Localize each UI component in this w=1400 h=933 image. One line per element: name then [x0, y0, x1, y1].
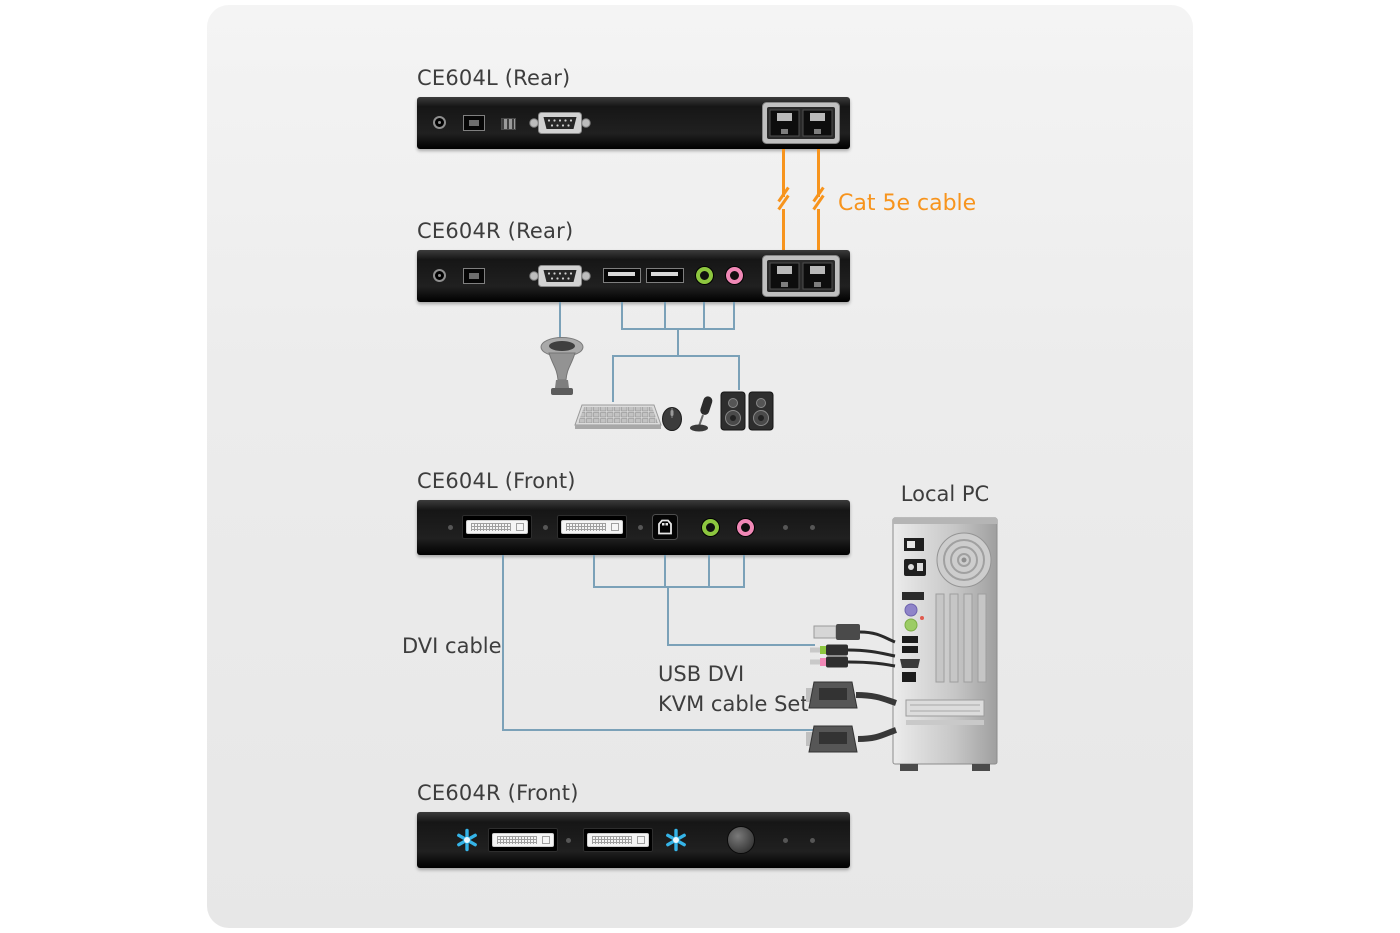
cat5e-cable-label: Cat 5e cable — [838, 191, 977, 216]
connector-line — [733, 302, 735, 330]
cat5e-cable-line — [817, 149, 820, 197]
screw-hole-icon — [638, 525, 643, 530]
label-ce604l-rear: CE604L (Rear) — [417, 66, 571, 90]
connector-line — [593, 555, 595, 588]
connector-line — [708, 555, 710, 588]
connector-line — [664, 302, 666, 330]
connector-line — [621, 302, 623, 330]
dual-rj45-port-icon — [762, 102, 840, 144]
ce604r-front-panel — [417, 812, 850, 868]
keyboard-icon — [574, 404, 662, 429]
ce604l-front-panel — [417, 500, 850, 555]
connector-line — [667, 588, 669, 646]
serial-db9-port-icon — [529, 112, 591, 134]
connector-line — [502, 555, 504, 731]
barcode-scanner-icon — [540, 337, 584, 395]
audio-out-jack-icon — [702, 519, 719, 536]
screw-hole-icon — [566, 838, 571, 843]
connector-line — [677, 330, 679, 357]
kvm-cable-set-label-line1: USB DVI — [658, 662, 745, 686]
led-hole-icon — [783, 525, 788, 530]
diagram-card: CE604L (Rear) — [207, 5, 1193, 928]
connector-line — [667, 644, 815, 646]
connector-line — [559, 302, 561, 338]
push-button-icon — [727, 826, 755, 854]
connector-line — [502, 729, 833, 731]
cat5e-cable-line — [782, 209, 785, 250]
connector-line — [743, 555, 745, 588]
speakers-icon — [720, 391, 774, 431]
blue-led-star-icon — [666, 828, 686, 852]
connector-line — [593, 586, 745, 588]
dvi-port-icon — [462, 515, 532, 539]
usb-a-port-icon — [603, 268, 641, 283]
local-pc-label: Local PC — [900, 482, 990, 506]
mic-jack-icon — [737, 519, 754, 536]
connector-line — [703, 302, 705, 330]
led-hole-icon — [810, 525, 815, 530]
dvi-port-icon — [488, 828, 558, 852]
connector-line — [612, 355, 740, 357]
ce604r-rear-panel — [417, 250, 850, 302]
serial-db9-port-icon — [529, 265, 591, 287]
connector-line — [664, 555, 666, 588]
ce604l-rear-panel — [417, 97, 850, 149]
blue-led-star-icon — [457, 828, 477, 852]
mic-jack-icon — [726, 267, 743, 284]
screw-hole-icon — [543, 525, 548, 530]
cat5e-cable-line — [817, 209, 820, 250]
dc-port-icon — [463, 268, 485, 284]
label-ce604l-front: CE604L (Front) — [417, 469, 576, 493]
dc-port-icon — [463, 115, 485, 131]
dip-switch-icon — [501, 118, 516, 130]
usb-a-port-icon — [646, 268, 684, 283]
dual-rj45-port-icon — [762, 255, 840, 297]
label-ce604r-front: CE604R (Front) — [417, 781, 579, 805]
kvm-cable-set-label-line2: KVM cable Set — [658, 692, 809, 716]
dvi-port-icon — [557, 515, 627, 539]
power-jack-icon — [433, 269, 446, 282]
connector-line — [621, 328, 735, 330]
label-ce604r-rear: CE604R (Rear) — [417, 219, 574, 243]
dvi-port-icon — [583, 828, 653, 852]
connector-line — [612, 355, 614, 402]
usb-b-port-icon — [652, 514, 678, 540]
mouse-icon — [662, 407, 682, 431]
screw-hole-icon — [448, 525, 453, 530]
kvm-cable-set-icon — [806, 624, 897, 753]
led-hole-icon — [810, 838, 815, 843]
cat5e-cable-line — [782, 149, 785, 197]
microphone-icon — [690, 396, 713, 432]
led-hole-icon — [783, 838, 788, 843]
desktop-tower-icon — [892, 517, 998, 771]
audio-out-jack-icon — [696, 267, 713, 284]
power-jack-icon — [433, 116, 446, 129]
dvi-cable-label: DVI cable — [402, 634, 502, 658]
connector-line — [738, 355, 740, 390]
